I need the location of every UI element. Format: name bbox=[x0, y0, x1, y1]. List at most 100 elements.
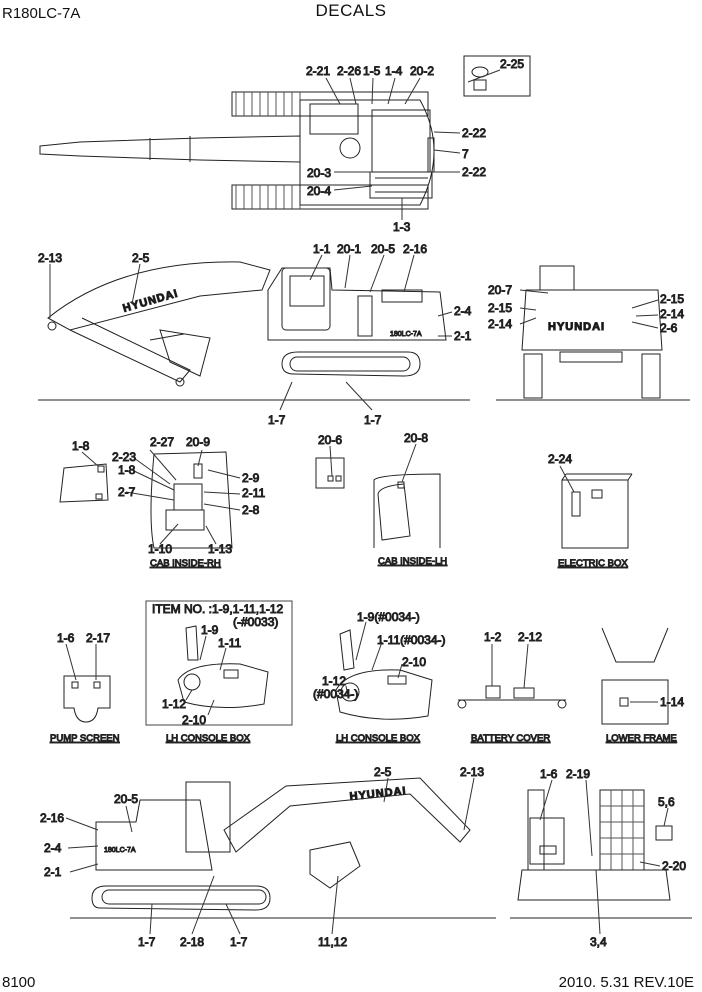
cab-inside-lh-drawing bbox=[315, 457, 441, 548]
caption-lh-console-box-1: LH CONSOLE BOX bbox=[166, 733, 251, 744]
callout-20-9: 20-9 bbox=[186, 435, 210, 449]
callout-2-17: 2-17 bbox=[86, 631, 110, 645]
callout-2-22-lower: 2-22 bbox=[462, 165, 486, 179]
callout-2-1: 2-1 bbox=[454, 329, 472, 343]
callout-2-19: 2-19 bbox=[566, 767, 590, 781]
callout-2-26: 2-26 bbox=[337, 64, 361, 78]
callout-2-14-left: 2-14 bbox=[488, 317, 512, 331]
callout-2-9: 2-9 bbox=[242, 471, 260, 485]
callout-1-3: 1-3 bbox=[393, 220, 411, 234]
callout-1-7-bottom-b: 1-7 bbox=[230, 935, 248, 949]
callout-20-6: 20-6 bbox=[318, 433, 342, 447]
callout-2-4-bottom: 2-4 bbox=[44, 841, 62, 855]
callout-2-20: 2-20 bbox=[662, 859, 686, 873]
callout-2-15-left: 2-15 bbox=[488, 301, 512, 315]
callout-1-12-console2: 1-12 bbox=[322, 674, 346, 688]
revision-date: 2010. 5.31 REV.10E bbox=[558, 974, 694, 991]
callout-20-5: 20-5 bbox=[371, 242, 395, 256]
callout-1-14: 1-14 bbox=[660, 695, 684, 709]
callout-2-10-console2: 2-10 bbox=[402, 655, 426, 669]
callout-2-15-right: 2-15 bbox=[660, 292, 684, 306]
callout-1-7-bottom-a: 1-7 bbox=[138, 935, 156, 949]
callout-2-24: 2-24 bbox=[548, 452, 572, 466]
callout-2-7: 2-7 bbox=[118, 485, 136, 499]
callout-1-7-side-a: 1-7 bbox=[268, 413, 286, 427]
pump-screen-drawing bbox=[63, 675, 111, 723]
callout-1-1: 1-1 bbox=[313, 242, 331, 256]
callout-1-11-console2: 1-11(#0034-) bbox=[377, 633, 445, 647]
callout-2-5: 2-5 bbox=[132, 251, 150, 265]
bottom-rear-view-excavator bbox=[510, 789, 692, 919]
lower-frame-drawing bbox=[601, 627, 669, 725]
caption-battery-cover: BATTERY COVER bbox=[471, 733, 550, 744]
callout-2-10-console1: 2-10 bbox=[182, 713, 206, 727]
callout-1-12-console1: 1-12 bbox=[162, 697, 186, 711]
callout-2-18: 2-18 bbox=[180, 935, 204, 949]
caption-cab-inside-rh: CAB INSIDE-RH bbox=[150, 558, 221, 569]
callout-5-6: 5,6 bbox=[658, 795, 675, 809]
item-note-line1: ITEM NO. :1-9,1-11,1-12 bbox=[152, 602, 283, 616]
callout-1-4: 1-4 bbox=[385, 64, 403, 78]
callout-20-7: 20-7 bbox=[488, 283, 512, 297]
callout-20-8: 20-8 bbox=[404, 431, 428, 445]
callout-20-1: 20-1 bbox=[337, 242, 361, 256]
callout-20-5-bottom: 20-5 bbox=[114, 792, 138, 806]
bottom-boom-brand-decal: HYUNDAI bbox=[349, 785, 407, 803]
callout-20-2: 20-2 bbox=[410, 64, 434, 78]
callout-1-7-side-b: 1-7 bbox=[364, 413, 382, 427]
caption-lh-console-box-2: LH CONSOLE BOX bbox=[336, 733, 421, 744]
model-number: R180LC-7A bbox=[2, 5, 81, 22]
callout-11-12: 11,12 bbox=[318, 935, 347, 949]
item-note-line2: (-#0033) bbox=[233, 615, 278, 629]
callout-1-6-bottom: 1-6 bbox=[540, 767, 558, 781]
callout-2-13: 2-13 bbox=[38, 251, 62, 265]
boom-brand-decal: HYUNDAI bbox=[122, 288, 180, 315]
battery-cover-drawing bbox=[457, 685, 567, 709]
cab-inside-rh-drawing bbox=[59, 451, 233, 549]
side-view-excavator: HYUNDAI 180LC-7A bbox=[38, 261, 470, 401]
lh-console-2-drawing bbox=[335, 629, 433, 720]
callout-2-21: 2-21 bbox=[306, 64, 330, 78]
callout-20-3: 20-3 bbox=[307, 166, 331, 180]
callout-serial-note: (#0034-) bbox=[313, 687, 358, 701]
page-title: DECALS bbox=[315, 1, 387, 20]
callout-2-16: 2-16 bbox=[403, 242, 427, 256]
callout-2-12: 2-12 bbox=[518, 630, 542, 644]
caption-pump-screen: PUMP SCREEN bbox=[50, 733, 120, 744]
callout-1-8-cab: 1-8 bbox=[118, 463, 136, 477]
callout-7: 7 bbox=[462, 147, 469, 161]
callout-20-4: 20-4 bbox=[307, 184, 331, 198]
callout-1-6-pump: 1-6 bbox=[57, 631, 75, 645]
bottom-side-view-excavator: HYUNDAI 180LC-7A bbox=[70, 777, 496, 919]
bottom-model-badge-decal: 180LC-7A bbox=[104, 847, 136, 854]
console-note-frame bbox=[145, 600, 293, 726]
counterweight-brand-decal: HYUNDAI bbox=[548, 321, 605, 333]
top-view-excavator bbox=[39, 55, 531, 210]
callout-2-11: 2-11 bbox=[242, 486, 265, 500]
callout-1-13: 1-13 bbox=[208, 542, 232, 556]
callout-2-6: 2-6 bbox=[660, 321, 678, 335]
callout-2-4: 2-4 bbox=[454, 304, 472, 318]
callout-1-9-console2: 1-9(#0034-) bbox=[357, 610, 420, 624]
callout-2-27: 2-27 bbox=[150, 435, 174, 449]
callout-1-8-window: 1-8 bbox=[72, 439, 90, 453]
callout-1-11-console1: 1-11 bbox=[218, 636, 241, 650]
callout-2-13-bottom: 2-13 bbox=[460, 765, 484, 779]
callout-1-2: 1-2 bbox=[484, 630, 502, 644]
callout-2-14-right: 2-14 bbox=[660, 307, 684, 321]
page-number: 8100 bbox=[2, 974, 36, 991]
caption-cab-inside-lh: CAB INSIDE-LH bbox=[378, 556, 447, 567]
caption-lower-frame: LOWER FRAME bbox=[606, 733, 677, 744]
caption-electric-box: ELECTRIC BOX bbox=[558, 558, 628, 569]
callout-2-23: 2-23 bbox=[112, 450, 136, 464]
electric-box-drawing bbox=[561, 473, 633, 549]
callout-2-22-upper: 2-22 bbox=[462, 126, 486, 140]
callout-2-8: 2-8 bbox=[242, 503, 260, 517]
callout-2-5-bottom: 2-5 bbox=[374, 765, 392, 779]
callout-2-16-bottom: 2-16 bbox=[40, 811, 64, 825]
callout-1-5: 1-5 bbox=[363, 64, 381, 78]
callout-2-1-bottom: 2-1 bbox=[44, 865, 62, 879]
callout-2-25: 2-25 bbox=[500, 57, 524, 71]
model-badge-decal: 180LC-7A bbox=[390, 331, 422, 338]
